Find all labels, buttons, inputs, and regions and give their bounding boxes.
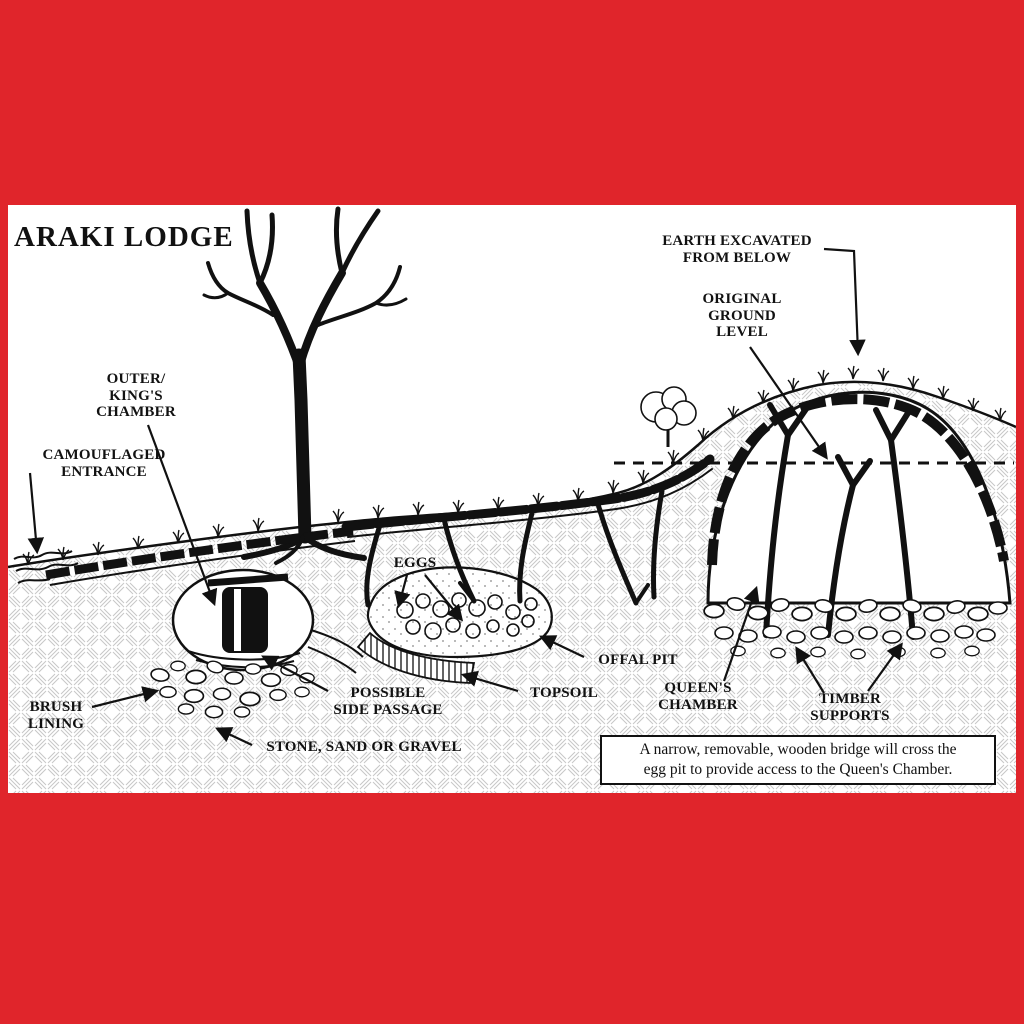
label-earth-excavated: EARTH EXCAVATED FROM BELOW [662, 233, 812, 266]
lodge-cross-section-illustration [8, 206, 1016, 793]
eggs-cluster [396, 592, 538, 640]
bridge-note-box: A narrow, removable, wooden bridge will … [600, 735, 996, 786]
bush-illustration [640, 386, 697, 447]
label-camouflaged-entrance: CAMOUFLAGED ENTRANCE [42, 447, 166, 480]
leader-earth-excavated [823, 247, 866, 357]
leader-eggs-1 [394, 574, 411, 609]
leader-stone-sand-gravel [215, 727, 253, 746]
label-topsoil: TOPSOIL [530, 685, 598, 701]
leader-eggs-2 [424, 574, 464, 622]
label-queens-chamber: QUEEN'S CHAMBER [658, 680, 738, 713]
leader-outer-kings-chamber [146, 424, 218, 607]
side-passage-lines [307, 629, 364, 674]
leader-possible-side-passage [261, 655, 329, 692]
label-eggs: EGGS [393, 555, 437, 571]
leader-timber-supports-2 [867, 642, 903, 692]
leader-camouflaged-entrance [27, 472, 45, 555]
diagram-title: ARAKI LODGE [14, 221, 234, 253]
label-original-ground-level: ORIGINAL GROUND LEVEL [702, 291, 782, 340]
chamber-doorway [222, 587, 268, 653]
bridge-timbers [341, 454, 715, 608]
leader-offal-pit [539, 635, 585, 658]
camouflage-brush [13, 550, 79, 584]
egg-pit [356, 566, 553, 684]
label-timber-supports: TIMBER SUPPORTS [810, 691, 890, 724]
queens-chamber-dome [703, 390, 1012, 660]
leader-queens-chamber [722, 585, 760, 682]
lodge-roof-timbers [45, 526, 356, 586]
leader-lines [27, 247, 903, 746]
leader-brush-lining [91, 686, 160, 709]
diagram-panel: ARAKI LODGE EARTH EXCAVATED FROM BELOW O… [8, 205, 1016, 793]
label-offal-pit: OFFAL PIT [598, 652, 678, 668]
dome-roof-logs [707, 394, 1009, 566]
leader-timber-supports-1 [795, 646, 825, 694]
label-outer-kings-chamber: OUTER/ KING'S CHAMBER [96, 371, 176, 420]
label-stone-sand-gravel: STONE, SAND OR GRAVEL [266, 739, 462, 755]
label-possible-side-passage: POSSIBLE SIDE PASSAGE [333, 685, 443, 718]
leader-original-ground-level [749, 346, 828, 460]
label-brush-lining: BRUSH LINING [27, 699, 85, 732]
leader-topsoil [460, 670, 519, 693]
